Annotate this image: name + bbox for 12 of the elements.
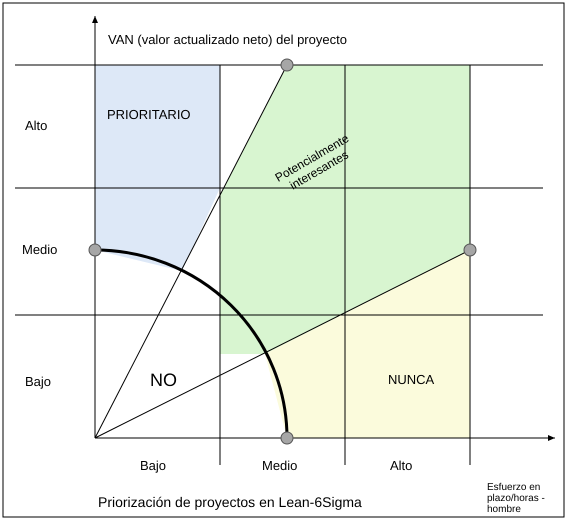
axis-title: VAN (valor actualizado neto) del proyecto bbox=[108, 32, 347, 47]
axis-tick-label: Alto bbox=[25, 118, 48, 133]
axis-tick-label: Medio bbox=[262, 458, 298, 473]
region-label: NO bbox=[150, 370, 177, 391]
axis-tick-label: Medio bbox=[22, 242, 58, 257]
region-label: PRIORITARIO bbox=[107, 107, 191, 122]
axis-title: Esfuerzo en plazo/horas - hombre bbox=[487, 482, 546, 515]
axis-tick-label: Bajo bbox=[140, 458, 166, 473]
region-label: NUNCA bbox=[388, 372, 434, 387]
axis-tick-label: Alto bbox=[390, 458, 412, 473]
axis-tick-label: Bajo bbox=[25, 374, 52, 389]
caption: Priorización de proyectos en Lean-6Sigma bbox=[98, 494, 362, 510]
